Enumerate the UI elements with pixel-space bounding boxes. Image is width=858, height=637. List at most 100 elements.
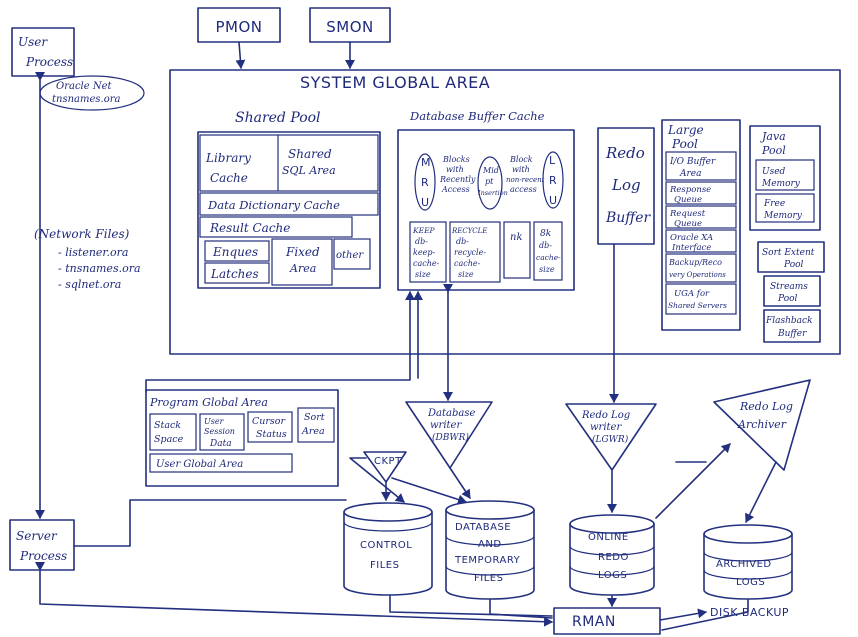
nk-pool (503, 221, 531, 279)
flashback-buffer: Flashback Buffer (763, 309, 821, 343)
recycle-line3: recycle- (454, 248, 486, 257)
lgwr-line1: Redo Log (581, 410, 630, 421)
recycle-line4: cache- (454, 259, 481, 268)
online-redo-line2: REDO (598, 552, 629, 563)
control-files-line1: CONTROL (360, 540, 412, 551)
streams-line1: Streams (770, 282, 808, 292)
java-pool-title1: Java (760, 130, 786, 143)
pmon-box: PMON (197, 7, 281, 43)
smon-label: SMON (326, 18, 374, 36)
oracle-net-line1: Oracle Net (56, 81, 113, 92)
archived-line2: LOGS (736, 577, 765, 588)
network-files: (Network Files) - listener.ora - tnsname… (34, 227, 141, 291)
recycle-line2: db- (456, 237, 469, 246)
recent-line4: Access (441, 185, 470, 194)
lgwr-process: Redo Log writer (LGWR) (565, 403, 657, 471)
backup-line1: Backup/Reco (668, 258, 722, 267)
8k-pool (533, 221, 563, 281)
pmon-label: PMON (215, 18, 262, 36)
rman-label: RMAN (572, 614, 616, 630)
rman-box: RMAN (553, 607, 661, 635)
recent-line3: Recently (439, 175, 476, 184)
recycle-line5: size (458, 270, 474, 279)
other-area: other (336, 250, 364, 261)
online-redo-logs: ONLINE REDO LOGS (569, 514, 655, 596)
recycle-pool (449, 221, 501, 283)
session-data-line1: User (204, 417, 225, 426)
cursor-status-line1: Cursor (252, 416, 287, 427)
rman-to-backup (659, 608, 707, 621)
latches: Latches (210, 267, 259, 281)
library-cache-line1: Library (205, 151, 251, 165)
streams-pool: Streams Pool (763, 275, 821, 307)
stack-space-line1: Stack (154, 420, 181, 431)
db-files-line3: TEMPORARY (454, 555, 521, 566)
io-buffer-line2: Area (679, 169, 702, 179)
redo-log-buffer: Redo Log Buffer (597, 127, 655, 245)
dbwr-line2: writer (430, 420, 462, 431)
session-data-line2: Session (204, 427, 235, 436)
redo-buffer-line1: Redo (605, 144, 645, 162)
lgwr-line2: writer (590, 422, 622, 433)
lru-r: R (549, 174, 557, 187)
network-file-listener: - listener.ora (58, 246, 128, 259)
large-pool-title1: Large (667, 123, 704, 137)
large-pool-title2: Pool (671, 137, 698, 151)
arch-line1: Redo Log (739, 400, 793, 413)
keep-line4: cache- (413, 259, 440, 268)
keep-line1: KEEP (412, 226, 436, 235)
network-file-sqlnet: - sqlnet.ora (58, 278, 121, 291)
arch-process: Redo Log Archiver (713, 379, 811, 471)
sort-area-line2: Area (301, 426, 325, 437)
oracle-net-line2: tnsnames.ora (52, 94, 121, 105)
pga-user-global-area: User Global Area (156, 459, 243, 470)
response-queue-line1: Response (669, 185, 711, 195)
mid-line1: Mid (482, 166, 499, 175)
result-cache: Result Cache (209, 221, 290, 235)
sort-extent-line1: Sort Extent (762, 248, 815, 258)
sga-title: SYSTEM GLOBAL AREA (300, 73, 490, 92)
user-process-line1: User (18, 35, 48, 49)
recent-line1: Blocks (442, 155, 470, 164)
backup-line2: very Operations (669, 271, 726, 279)
ckpt-label: CKPT (374, 456, 402, 467)
arch-line2: Archiver (737, 418, 787, 431)
redo-buffer-line3: Buffer (605, 210, 652, 226)
ckpt-process: CKPT (363, 451, 407, 483)
online-redo-line1: ONLINE (588, 532, 629, 543)
network-files-title: (Network Files) (34, 227, 130, 241)
online-redo-line3: LOGS (598, 570, 627, 581)
database-buffer-cache: Database Buffer Cache M R U Blocks with … (397, 109, 575, 291)
recycle-line1: RECYCLE (451, 227, 487, 235)
pga-to-cache-line (145, 291, 415, 393)
free-memory-line1: Free (763, 199, 785, 209)
mru-r: R (421, 176, 429, 189)
fixed-area-line1: Fixed (285, 245, 320, 259)
session-data-line3: Data (209, 439, 232, 449)
server-process-line1: Server (16, 529, 58, 543)
pmon-arrow (235, 41, 246, 69)
dbwr-line3: (DBWR) (432, 432, 469, 443)
user-process-box: User Process (11, 27, 75, 77)
shared-pool-title: Shared Pool (235, 110, 321, 126)
nk-label: nk (510, 232, 523, 243)
server-to-storage (73, 499, 347, 547)
buffer-cache-title: Database Buffer Cache (409, 109, 545, 123)
mid-line3: Insertion (477, 189, 508, 197)
flashback-line2: Buffer (777, 329, 807, 339)
shared-sql-line1: Shared (288, 147, 332, 161)
program-global-area: Program Global Area Stack Space User Ses… (145, 389, 339, 487)
8k-line2: db- (539, 241, 552, 250)
database-files: DATABASE AND TEMPORARY FILES (445, 500, 535, 600)
lru-l: L (549, 154, 556, 167)
request-queue-line2: Queue (674, 219, 702, 229)
io-buffer-line1: I/O Buffer (669, 157, 716, 167)
response-queue-line2: Queue (674, 195, 702, 205)
recent-line2: with (446, 165, 464, 174)
dbwr-line1: Database (427, 408, 475, 419)
free-memory-line2: Memory (763, 211, 803, 221)
smon-box: SMON (309, 7, 391, 43)
request-queue-line1: Request (669, 209, 706, 219)
control-files: CONTROL FILES (343, 502, 433, 596)
midpoint-insertion (477, 156, 503, 210)
